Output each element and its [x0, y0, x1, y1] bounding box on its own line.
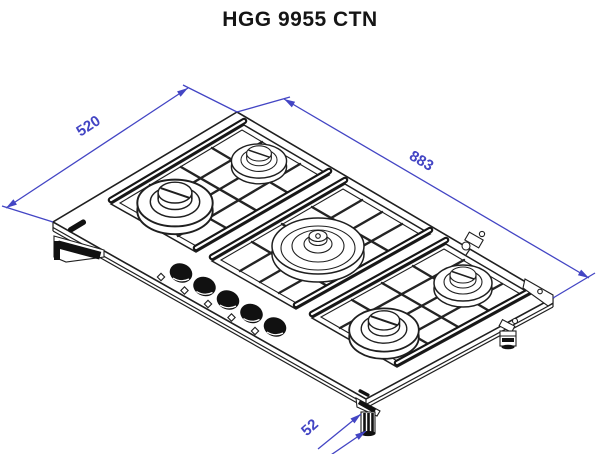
control-knob-4 — [240, 303, 263, 324]
dimension-label-height: 52 — [298, 416, 322, 440]
ignition-mark-icon — [180, 286, 189, 295]
dimension-label-depth: 520 — [73, 112, 103, 140]
control-knob-2 — [193, 276, 216, 297]
burner-right-back — [433, 264, 493, 308]
burner-left-front — [136, 178, 214, 236]
ignition-mark-icon — [250, 326, 260, 336]
dimension-label-width: 883 — [406, 147, 436, 174]
glass-edge-front-left — [52, 222, 367, 409]
control-knob-1 — [169, 263, 193, 283]
burner-left-back — [230, 143, 288, 185]
gas-inlet-fitting — [461, 230, 486, 256]
front-edge-mark — [358, 389, 370, 397]
page-title: HGG 9955 CTN — [222, 8, 378, 31]
ignition-mark-icon — [227, 313, 236, 322]
control-knob-5 — [263, 317, 287, 337]
right-edge-trim — [522, 278, 554, 307]
burner-right-front — [348, 307, 420, 360]
ignition-mark-icon — [156, 272, 166, 282]
control-knob-3 — [216, 290, 240, 310]
front-foot — [355, 397, 381, 437]
mounting-bracket-left — [53, 235, 105, 263]
right-foot — [498, 317, 519, 350]
burner-center-wok — [271, 217, 365, 283]
ignition-mark-icon — [203, 299, 213, 309]
brand-logo — [67, 219, 87, 233]
dimension-height-52: 52 — [298, 411, 368, 454]
control-knobs — [156, 263, 287, 337]
